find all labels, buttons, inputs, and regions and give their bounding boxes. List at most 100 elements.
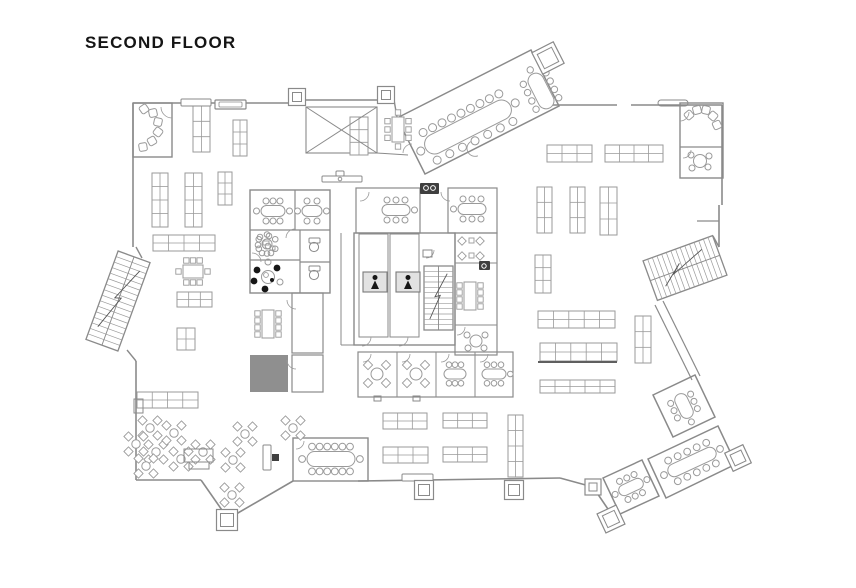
lounge-chair: [153, 117, 163, 127]
pillar-inner: [588, 482, 598, 492]
chair: [546, 77, 554, 85]
chair-square: [477, 282, 484, 289]
desk-bank: [349, 116, 369, 156]
chair: [303, 217, 311, 225]
lounge-chair: [707, 110, 719, 122]
pillar-outer: [584, 478, 602, 496]
room-wall: [454, 232, 498, 356]
person-body: [404, 280, 412, 289]
faucet: [337, 176, 343, 182]
chair: [451, 380, 459, 387]
chair: [497, 361, 505, 368]
cafe-table: [131, 439, 141, 449]
chair: [262, 197, 270, 205]
chair: [704, 163, 712, 171]
pillar-outer: [413, 479, 435, 501]
angled-room-wall: [652, 374, 716, 438]
chair: [468, 215, 476, 223]
chair: [432, 155, 442, 165]
chair-black: [250, 277, 258, 285]
table: [424, 99, 512, 155]
chair-square: [254, 324, 261, 331]
chair: [630, 471, 638, 479]
meeting-table: [667, 390, 701, 426]
chair: [480, 344, 488, 352]
desk-bank: [536, 186, 553, 234]
chair: [508, 117, 518, 127]
table: [182, 264, 204, 279]
lounge-chair: [152, 126, 164, 138]
table: [261, 309, 275, 339]
chair: [660, 471, 668, 479]
chair-square: [189, 279, 197, 286]
lounge-chair: [701, 105, 711, 115]
chair-square: [394, 143, 402, 150]
library-table: [456, 281, 484, 311]
chair-square: [275, 310, 282, 317]
chair: [705, 152, 713, 160]
chair: [457, 361, 465, 368]
chair-diamond: [219, 482, 230, 493]
chair: [463, 331, 471, 339]
room-wall: [679, 102, 724, 179]
pillars: [215, 41, 753, 534]
chair-square: [456, 303, 463, 310]
chair-square: [183, 279, 190, 286]
chair-square: [254, 331, 261, 338]
person-head: [405, 275, 411, 280]
pillar-inner: [536, 46, 560, 70]
chair: [470, 136, 480, 146]
table: [260, 205, 286, 217]
chair: [298, 455, 307, 463]
chair: [673, 452, 682, 461]
chair: [338, 442, 347, 451]
pillar-inner: [508, 484, 520, 496]
meeting-table: [294, 197, 330, 225]
wall-bump: [133, 398, 144, 414]
chair: [437, 118, 447, 128]
chair: [624, 495, 632, 503]
wall-bench: [657, 99, 689, 107]
chair: [451, 361, 459, 368]
chair-diamond: [138, 446, 149, 457]
lounge-chair: [138, 142, 148, 152]
chair: [490, 380, 498, 387]
chair: [313, 217, 321, 225]
chair-square: [254, 317, 261, 324]
chair: [323, 442, 332, 451]
chair: [276, 217, 284, 225]
wall: [135, 246, 143, 259]
round-table-group: [469, 334, 483, 348]
cafe-table-cluster: [280, 415, 306, 441]
chair-diamond: [161, 420, 172, 431]
cafe-table-cluster: [190, 439, 216, 465]
chair: [323, 207, 330, 215]
lounge-chair: [148, 108, 158, 118]
chair-diamond: [401, 377, 413, 389]
chair-diamond: [401, 359, 413, 371]
wall: [654, 304, 693, 381]
desk-bank: [217, 171, 233, 206]
cafe-tables: [123, 236, 485, 508]
chair: [523, 88, 532, 97]
entrance-door-inner: [218, 101, 243, 108]
room-wall: [292, 437, 369, 482]
chair: [481, 331, 489, 339]
lounge-chair: [138, 103, 150, 115]
chair: [269, 217, 277, 225]
round-table-group: [255, 231, 279, 257]
table: [618, 477, 644, 497]
elevator-person-icon: [362, 271, 388, 293]
chair: [490, 361, 498, 368]
desk-bank: [507, 414, 524, 478]
room-wall: [132, 102, 173, 158]
breakout-table-cluster: [401, 359, 431, 389]
chair-diamond: [138, 431, 149, 442]
chair-diamond: [152, 430, 163, 441]
stair-run-icon: [642, 234, 728, 302]
chair: [464, 344, 472, 352]
round-table: [693, 154, 707, 168]
small-desk: [468, 252, 475, 259]
chair: [716, 445, 724, 453]
chair: [611, 490, 619, 498]
